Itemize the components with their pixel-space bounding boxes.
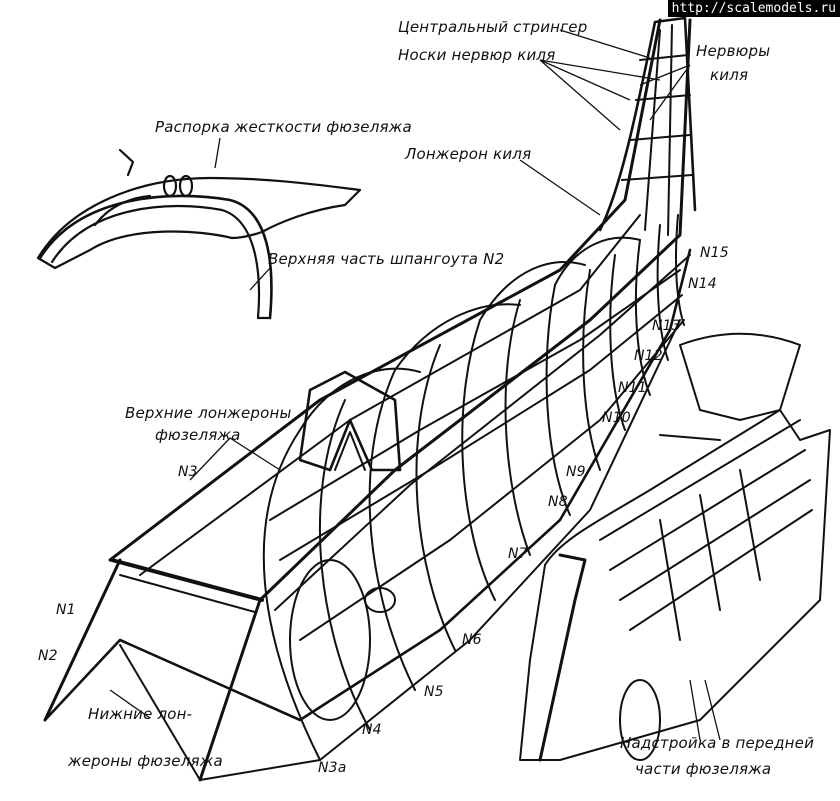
label-fin-spar: Лонжерон киля — [405, 145, 532, 163]
frame-label-n10: N10 — [602, 410, 631, 426]
label-lower-longerons-line1: Нижние лон- — [88, 705, 193, 723]
fuselage-frame — [43, 16, 697, 782]
watermark: http://scalemodels.ru — [667, 0, 840, 17]
label-superstructure-line2: части фюзеляжа — [635, 760, 772, 778]
superstructure-part — [519, 332, 831, 762]
frame-label-n15: N15 — [700, 245, 729, 261]
frame-label-n8: N8 — [548, 494, 568, 510]
frame-label-n6: N6 — [462, 632, 482, 648]
frame-label-n5: N5 — [424, 684, 444, 700]
frame-label-n1: N1 — [56, 602, 76, 618]
label-stiffener: Распорка жесткости фюзеляжа — [155, 118, 412, 136]
label-fin-ribs-line1: Нервюры — [696, 42, 771, 60]
label-upper-frame-n2: Верхняя часть шпангоута N2 — [268, 250, 505, 268]
frame-label-n12: N12 — [634, 348, 663, 364]
label-rib-noses: Носки нервюр киля — [398, 46, 556, 64]
stiffener-part — [36, 148, 362, 320]
frame-label-n11: N11 — [618, 380, 647, 396]
label-superstructure-line1: Надстройка в передней — [620, 734, 815, 752]
label-fin-ribs-line2: киля — [710, 66, 749, 84]
frame-label-n4: N4 — [362, 722, 382, 738]
label-upper-longerons-line1: Верхние лонжероны — [125, 404, 292, 422]
frame-label-n3a: N3a — [318, 760, 347, 776]
frame-label-n7: N7 — [508, 546, 528, 562]
frame-label-n14: N14 — [688, 276, 717, 292]
frame-label-n13: N13 — [652, 318, 681, 334]
frame-label-n3: N3 — [178, 464, 198, 480]
frame-label-n2: N2 — [38, 648, 58, 664]
leader-lines — [109, 29, 721, 741]
label-upper-longerons-line2: фюзеляжа — [155, 426, 241, 444]
frame-label-n9: N9 — [566, 464, 586, 480]
label-central-stringer: Центральный стрингер — [398, 18, 588, 36]
label-lower-longerons-line2: жероны фюзеляжа — [68, 752, 223, 770]
